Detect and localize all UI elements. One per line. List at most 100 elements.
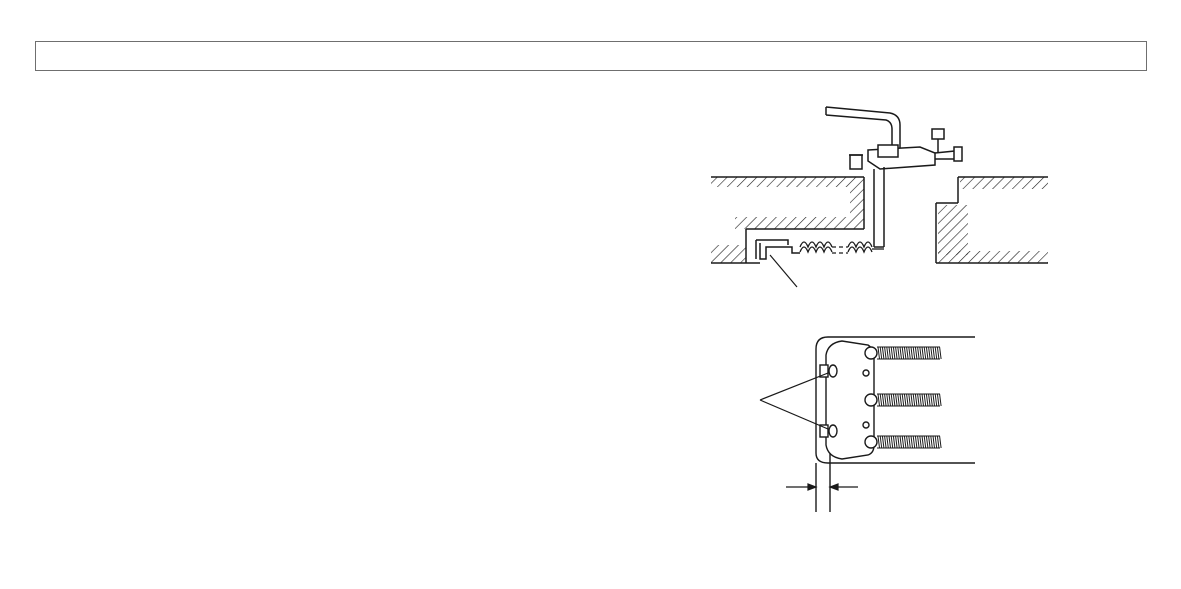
arm-assembly	[825, 106, 963, 248]
spring-coil	[914, 346, 918, 360]
spring-coil	[939, 435, 942, 449]
spring	[799, 241, 884, 254]
spring-coil	[925, 346, 929, 360]
spring-coil	[906, 346, 909, 360]
header-title	[36, 50, 44, 64]
spring-coil	[923, 393, 927, 407]
spring-coil	[897, 435, 900, 449]
spring-coil	[888, 435, 891, 449]
spring-coil	[884, 346, 887, 360]
spring-coil	[886, 435, 889, 449]
spring-coil	[925, 393, 929, 407]
spring-coil	[877, 346, 880, 360]
leader-line-top	[759, 372, 829, 401]
spring-top	[877, 346, 942, 360]
spring-coil	[879, 346, 883, 360]
spring-coil	[903, 346, 907, 360]
spring-coil	[934, 393, 938, 407]
leader-line	[769, 254, 798, 288]
spring-coil	[899, 435, 902, 449]
spring-coil	[917, 393, 920, 407]
spring-coil	[923, 435, 927, 449]
spring-coil	[901, 346, 905, 360]
spring-coil	[881, 346, 885, 360]
spring-coil	[890, 393, 894, 407]
spring-coil	[923, 346, 927, 360]
screw-bottom	[828, 424, 838, 438]
spring-coil	[879, 435, 883, 449]
spring-coil	[903, 393, 907, 407]
spring-coil	[928, 393, 931, 407]
spring-coil	[877, 393, 880, 407]
spring-coil	[919, 346, 922, 360]
spring-coil	[899, 346, 902, 360]
spring-coil	[921, 435, 924, 449]
spring-coil	[928, 435, 931, 449]
spring-coil	[888, 393, 891, 407]
spring-coil	[877, 435, 880, 449]
spring-coil	[879, 393, 883, 407]
clamp-hook	[755, 239, 800, 260]
spring-coil	[908, 393, 911, 407]
spring-coil	[925, 435, 929, 449]
spring-coil	[903, 435, 907, 449]
spring-coil	[934, 435, 938, 449]
spring-coil	[899, 393, 902, 407]
header-bar	[35, 41, 1147, 71]
cross-section-diagram	[711, 106, 1048, 288]
spring-coil	[930, 393, 933, 407]
spring-coil	[908, 435, 911, 449]
spring-coil	[917, 435, 920, 449]
spring-coil	[895, 393, 898, 407]
spring-coil	[914, 435, 918, 449]
spring-coil	[936, 346, 940, 360]
spring-coil	[890, 435, 894, 449]
spring-coil	[892, 393, 896, 407]
spring-coil	[910, 346, 913, 360]
dimension-arrows	[786, 483, 858, 491]
leader-line-bottom	[759, 399, 829, 430]
screw-top	[828, 364, 838, 378]
top-view-diagram	[759, 336, 975, 512]
spring-coil	[934, 346, 938, 360]
spring-coil	[921, 393, 924, 407]
springs	[877, 346, 942, 449]
spring-coil	[936, 393, 940, 407]
spring-coil	[939, 393, 942, 407]
spring-coil	[892, 435, 896, 449]
spring-coil	[901, 435, 905, 449]
spring-coil	[884, 393, 887, 407]
spring-coil	[919, 435, 922, 449]
spring-coil	[928, 346, 931, 360]
spring-middle	[877, 393, 942, 407]
spring-coil	[892, 346, 896, 360]
bed-left	[711, 176, 865, 264]
spring-coil	[936, 435, 940, 449]
spring-coil	[930, 346, 933, 360]
spring-coil	[908, 346, 911, 360]
spring-coil	[921, 346, 924, 360]
spring-coil	[932, 393, 935, 407]
spring-coil	[884, 435, 887, 449]
spring-coil	[932, 346, 935, 360]
spring-coil	[890, 346, 894, 360]
spring-coil	[897, 346, 900, 360]
spring-coil	[895, 435, 898, 449]
bed-right	[935, 176, 1048, 264]
spring-coil	[888, 346, 891, 360]
spring-coil	[881, 393, 885, 407]
spring-coil	[886, 346, 889, 360]
spring-bottom	[877, 435, 942, 449]
spring-coil	[919, 393, 922, 407]
spring-coil	[886, 393, 889, 407]
spring-coil	[912, 393, 916, 407]
spring-coil	[906, 435, 909, 449]
spring-coil	[917, 346, 920, 360]
spring-coil	[901, 393, 905, 407]
spring-coil	[906, 393, 909, 407]
spring-coil	[912, 346, 916, 360]
spring-coil	[932, 435, 935, 449]
spring-coil	[895, 346, 898, 360]
spring-coil	[930, 435, 933, 449]
spring-coil	[897, 393, 900, 407]
